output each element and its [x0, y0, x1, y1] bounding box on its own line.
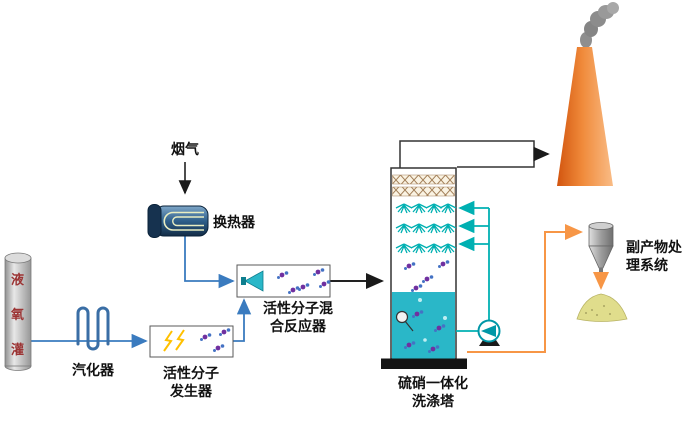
generator-box [149, 325, 234, 358]
vaporizer-coil-icon [76, 306, 110, 351]
lightning-icon [175, 329, 185, 351]
smoke-icon [580, 2, 619, 48]
heat-exchanger-icon [147, 204, 209, 238]
pile-icon [576, 293, 628, 322]
nozzle-icon [241, 277, 246, 285]
oxygen-tank-icon [4, 252, 32, 371]
outlet-duct [399, 140, 535, 168]
pump-icon [477, 319, 501, 346]
circulation-lines [456, 200, 490, 332]
byproduct-line [467, 224, 583, 353]
scrubber-tower [381, 167, 467, 369]
lightning-icon [163, 330, 173, 352]
cyclone-icon [588, 222, 614, 273]
flue-gas-label: 烟气 [171, 141, 199, 157]
demister-icon [392, 174, 455, 185]
chimney-icon [557, 47, 613, 186]
vaporizer-label: 汽化器 [72, 362, 114, 378]
probe-icon [395, 310, 414, 332]
tower-base [381, 358, 467, 369]
tank-label: 液氧灌 [10, 272, 24, 357]
generator-label: 活性分子 发生器 [163, 365, 219, 399]
demister-icon [392, 186, 455, 197]
tower-liquid [392, 292, 455, 359]
heat-exchanger-label: 换热器 [213, 214, 255, 230]
nozzle-icon [244, 270, 264, 292]
hx-to-reactor-line [184, 236, 235, 289]
reactor-box [236, 264, 331, 298]
generator-to-reactor-line [233, 298, 252, 342]
tower-label: 硫硝一体化 洗涤塔 [398, 375, 468, 409]
byproduct-label: 副产物处 理系统 [626, 239, 682, 273]
reactor-label: 活性分子混 合反应器 [263, 300, 333, 334]
